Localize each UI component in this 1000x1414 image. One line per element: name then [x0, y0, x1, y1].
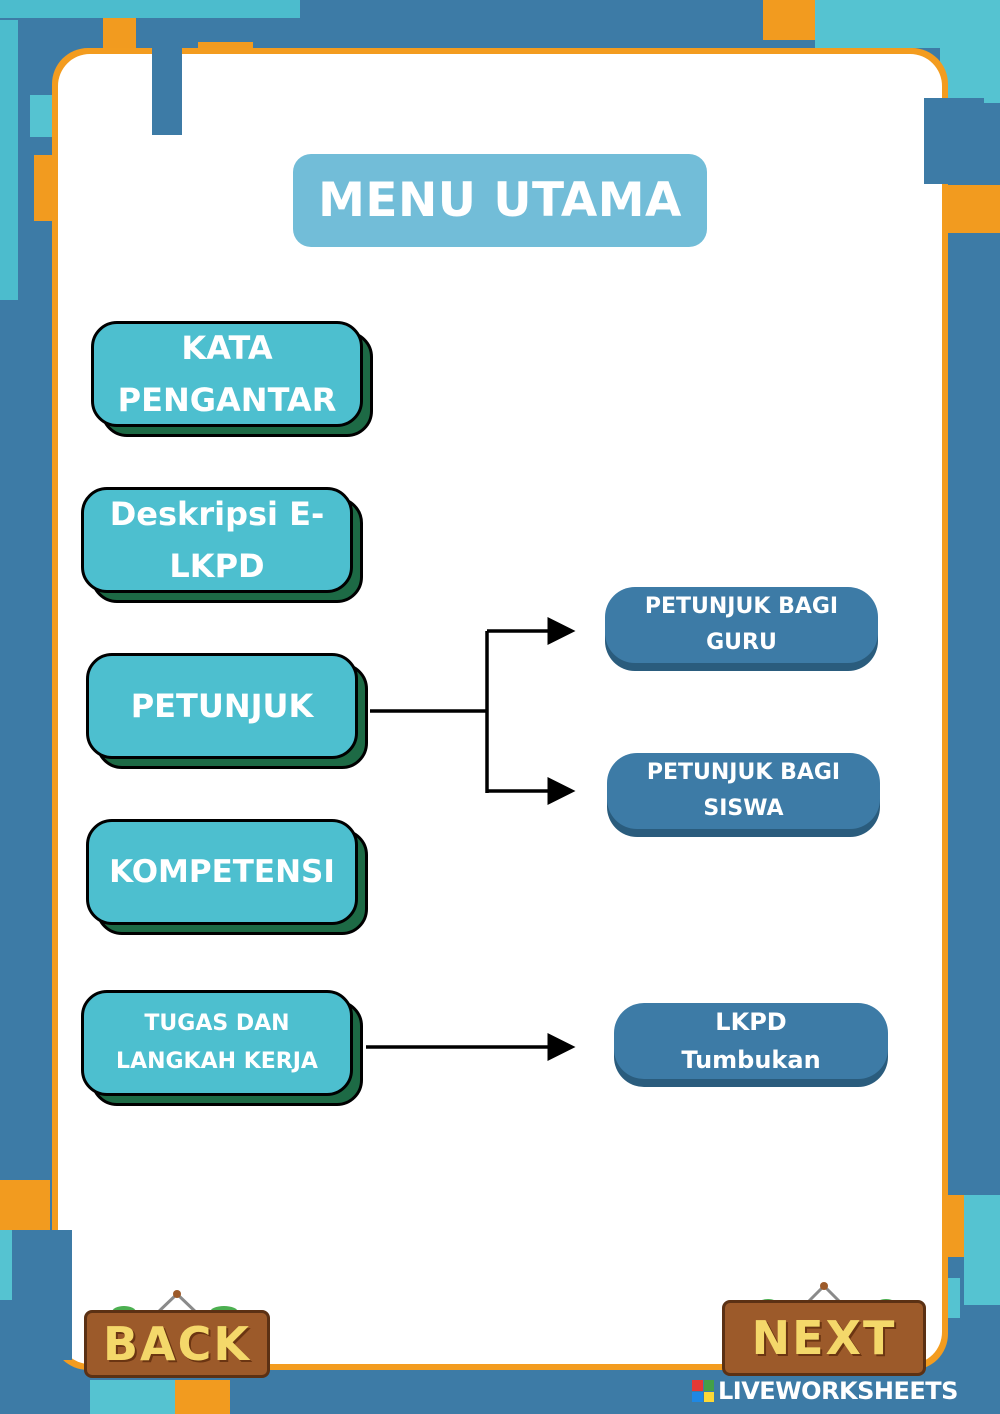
decor-block: [90, 1380, 175, 1414]
decor-block: [964, 1195, 1000, 1305]
menu-button-label: KATA PENGANTAR: [117, 329, 337, 419]
decor-block: [763, 0, 815, 40]
menu-button-tugas[interactable]: TUGAS DAN LANGKAH KERJA: [81, 990, 363, 1106]
decor-block: [50, 1230, 72, 1360]
submenu-label: PETUNJUK BAGI SISWA: [646, 760, 841, 821]
decor-block: [175, 1380, 230, 1414]
next-button[interactable]: NEXT: [722, 1280, 926, 1376]
menu-button-deskripsi[interactable]: Deskripsi E- LKPD: [81, 487, 363, 603]
submenu-petunjuk-guru[interactable]: PETUNJUK BAGI GURU: [605, 587, 878, 671]
decor-block: [152, 20, 182, 135]
decor-block: [0, 1180, 50, 1230]
decor-block: [924, 98, 984, 184]
next-label: NEXT: [751, 1311, 897, 1365]
decor-block: [815, 0, 1000, 48]
page-title-text: MENU UTAMA: [318, 173, 682, 228]
decor-block: [0, 0, 300, 18]
decor-block: [0, 20, 18, 300]
decor-block: [0, 1230, 14, 1300]
decor-block: [940, 48, 1000, 103]
liveworksheets-logo: LIVEWORKSHEETS: [692, 1377, 958, 1405]
menu-button-label: PETUNJUK: [130, 687, 314, 725]
submenu-lkpd-tumbukan[interactable]: LKPD Tumbukan: [614, 1003, 888, 1087]
menu-button-label: KOMPETENSI: [109, 854, 335, 890]
decor-block: [948, 185, 1000, 233]
submenu-label: PETUNJUK BAGI GURU: [644, 594, 839, 655]
back-button[interactable]: BACK: [84, 1288, 270, 1378]
back-label: BACK: [102, 1317, 252, 1371]
liveworksheets-icon: [692, 1380, 714, 1402]
menu-button-kompetensi[interactable]: KOMPETENSI: [86, 819, 368, 935]
menu-button-label: Deskripsi E- LKPD: [109, 495, 325, 585]
menu-button-label: TUGAS DAN LANGKAH KERJA: [116, 1011, 318, 1074]
menu-button-petunjuk[interactable]: PETUNJUK: [86, 653, 368, 769]
logo-text: LIVEWORKSHEETS: [718, 1377, 958, 1405]
submenu-petunjuk-siswa[interactable]: PETUNJUK BAGI SISWA: [607, 753, 880, 837]
menu-button-kata-pengantar[interactable]: KATA PENGANTAR: [91, 321, 373, 437]
submenu-label: LKPD Tumbukan: [681, 1008, 821, 1074]
page-title: MENU UTAMA: [293, 154, 707, 247]
